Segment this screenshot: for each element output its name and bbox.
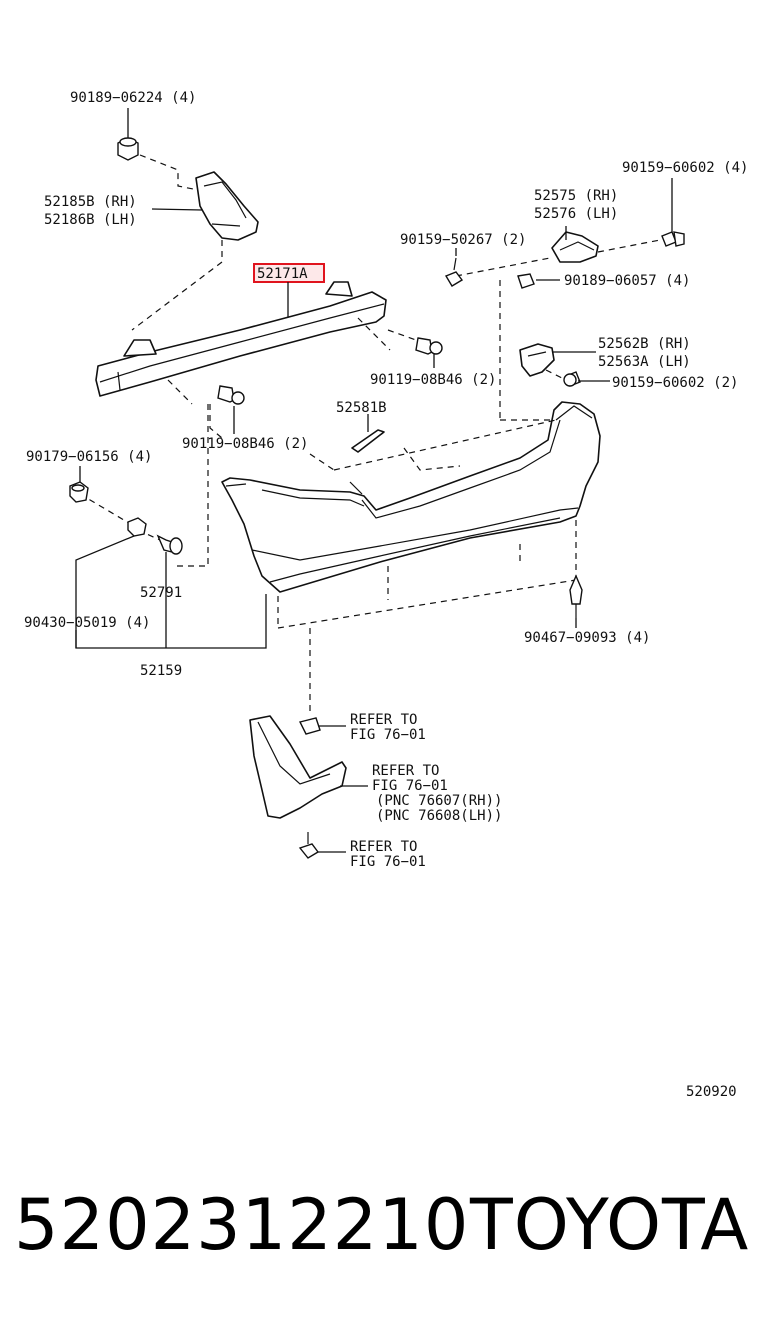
bolt-90159-60602-top-icon: [661, 231, 685, 247]
label-52576: 52576 (LH): [534, 206, 618, 222]
label-refer1-line1: REFER TO: [350, 712, 417, 728]
dash-52185b: [131, 240, 223, 331]
nut-90189-06057-icon: [517, 273, 535, 289]
label-52791: 52791: [140, 585, 182, 601]
dash-90179-to-90430: [79, 493, 135, 527]
bolt-90119-08b46-left-icon: [217, 385, 245, 405]
label-90179-06156: 90179−06156 (4): [26, 449, 152, 465]
label-refer2-line1: REFER TO: [372, 763, 439, 779]
label-90189-06224: 90189−06224 (4): [70, 90, 196, 106]
dash-reinf-right: [357, 317, 391, 351]
label-refer2-line2: FIG 76−01: [372, 778, 448, 794]
dash-52575-bolt: [597, 239, 661, 253]
nut-90189-06224-icon: [117, 137, 139, 161]
dash-reinf-left: [167, 379, 193, 405]
leader-52185b: [151, 208, 203, 211]
screw-refer-3-icon: [298, 832, 320, 859]
reflector-52581b-icon: [351, 429, 385, 453]
side-support-52562b-icon: [519, 343, 555, 377]
dash-52575-left: [455, 257, 551, 277]
label-90119-08b46-right: 90119−08B46 (2): [370, 372, 496, 388]
screw-52791-icon: [156, 534, 183, 555]
label-52171a: 52171A: [257, 266, 308, 282]
label-52563a: 52563A (LH): [598, 354, 691, 370]
side-retainer-52575-icon: [551, 231, 599, 263]
label-52562b: 52562B (RH): [598, 336, 691, 352]
clip-90467-09093-icon: [569, 574, 583, 618]
bumper-reinforcement-52171a-icon: [95, 281, 387, 397]
label-52159: 52159: [140, 663, 182, 679]
dash-bolt-left: [209, 404, 223, 439]
label-90119-08b46-left: 90119−08B46 (2): [182, 436, 308, 452]
clip-refer-1-icon: [298, 717, 321, 735]
label-refer2-line4: (PNC 76608(LH)): [376, 808, 502, 824]
bumper-cover-52159-icon: [221, 401, 601, 593]
highlight-box-52171a: [253, 263, 325, 283]
dash-cover-bottom: [277, 579, 577, 629]
label-90159-50267: 90159−50267 (2): [400, 232, 526, 248]
nut-90430-05019-icon: [127, 517, 147, 537]
label-90159-60602-top: 90159−60602 (4): [622, 160, 748, 176]
brand-name: TOYOTA: [470, 1184, 750, 1266]
label-52581b: 52581B: [336, 400, 387, 416]
label-refer2-line3: (PNC 76607(RH)): [376, 793, 502, 809]
label-90467-09093: 90467−09093 (4): [524, 630, 650, 646]
label-90189-06057: 90189−06057 (4): [564, 273, 690, 289]
dash-cover-top: [333, 419, 557, 471]
bolt-90159-60602-mid-icon: [563, 371, 581, 387]
label-refer3-line2: FIG 76−01: [350, 854, 426, 870]
screw-90159-50267-icon: [444, 257, 464, 287]
mud-flap-icon: [249, 715, 347, 819]
label-52575: 52575 (RH): [534, 188, 618, 204]
bolt-90119-08b46-right-icon: [415, 337, 443, 355]
label-52186b: 52186B (LH): [44, 212, 137, 228]
dash-52562b-bolt: [545, 369, 567, 381]
label-refer1-line2: FIG 76−01: [350, 727, 426, 743]
label-90159-60602-mid: 90159−60602 (2): [612, 375, 738, 391]
dash-cover-top-2: [403, 447, 461, 471]
clip-90179-06156-icon: [69, 481, 89, 503]
bumper-bracket-52185b-icon: [195, 171, 259, 241]
label-52185b: 52185B (RH): [44, 194, 137, 210]
figure-code: 520920: [686, 1084, 737, 1100]
dash-90189-06224: [139, 154, 199, 191]
label-90430-05019: 90430−05019 (4): [24, 615, 150, 631]
dash-reflector-cover: [309, 453, 335, 471]
label-refer3-line1: REFER TO: [350, 839, 417, 855]
catalog-number: 5202312210: [14, 1184, 470, 1266]
dash-reinf-bolt-right: [387, 329, 417, 341]
